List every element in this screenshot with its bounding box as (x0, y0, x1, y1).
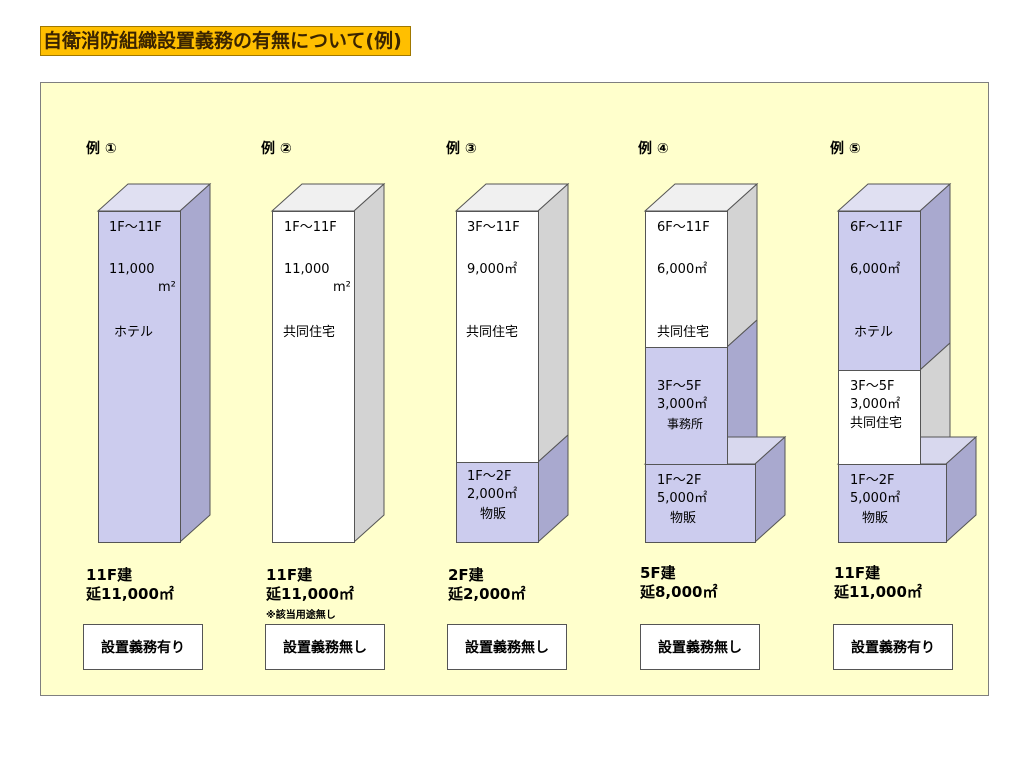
example-5-middle-use: 共同住宅 (850, 416, 903, 431)
example-3-total-area: 延2,000㎡ (448, 585, 526, 603)
example-5-lower-block (838, 464, 947, 543)
example-3-label: 例 ③ (446, 141, 477, 157)
example-1-area: 11,000 (109, 262, 155, 277)
example-5-upper-use: ホテル (854, 325, 894, 340)
example-4-lower-area: 5,000㎡ (657, 491, 708, 506)
example-2-building-front (272, 211, 355, 543)
example-5-total-area: 延11,000㎡ (834, 583, 922, 601)
example-5-lower-use: 物販 (862, 511, 889, 526)
example-5-lower-area: 5,000㎡ (850, 491, 901, 506)
example-1-building-front (98, 211, 181, 543)
example-5-middle-area: 3,000㎡ (850, 397, 901, 412)
example-3-lower-use: 物販 (480, 507, 507, 522)
example-4-lower-floors: 1F～2F (657, 473, 702, 488)
example-3-lower-block (456, 462, 539, 543)
example-1-result: 設置義務有り (83, 624, 203, 670)
example-2-result: 設置義務無し (265, 624, 385, 670)
example-3-lower-area: 2,000㎡ (467, 487, 518, 502)
example-4-middle-floors: 3F～5F (657, 379, 702, 394)
example-2-area-unit: m² (333, 280, 351, 295)
example-5-label: 例 ⑤ (830, 141, 861, 157)
example-2-stories: 11F建 (266, 566, 313, 584)
example-1-use: ホテル (114, 325, 154, 340)
example-3-result: 設置義務無し (447, 624, 567, 670)
example-3-upper-block (456, 211, 539, 463)
example-4-label: 例 ④ (638, 141, 669, 157)
example-2-label: 例 ② (261, 141, 292, 157)
example-5-stories: 11F建 (834, 564, 881, 582)
example-5-result: 設置義務有り (833, 624, 953, 670)
example-4-total-area: 延8,000㎡ (640, 583, 718, 601)
example-4-upper-floors: 6F～11F (657, 220, 710, 235)
example-3-stories: 2F建 (448, 566, 484, 584)
example-1-floors: 1F～11F (109, 220, 162, 235)
example-4-upper-area: 6,000㎡ (657, 262, 708, 277)
example-3-lower-floors: 1F～2F (467, 469, 512, 484)
example-2-area: 11,000 (284, 262, 330, 277)
example-3-upper-floors: 3F～11F (467, 220, 520, 235)
example-4-upper-block (645, 211, 728, 348)
example-4-middle-area: 3,000㎡ (657, 397, 708, 412)
example-4-upper-use: 共同住宅 (657, 325, 710, 340)
example-2-total-area: 延11,000㎡ (266, 585, 354, 603)
example-4-lower-block (645, 464, 756, 543)
example-5-lower-floors: 1F～2F (850, 473, 895, 488)
example-1-total-area: 延11,000㎡ (86, 585, 174, 603)
example-5-upper-area: 6,000㎡ (850, 262, 901, 277)
example-2-note: ※該当用途無し (266, 610, 336, 621)
example-1-area-unit: m² (158, 280, 176, 295)
example-4-middle-block (645, 347, 728, 465)
example-2-floors: 1F～11F (284, 220, 337, 235)
page-title: 自衛消防組織設置義務の有無について(例) (40, 26, 411, 56)
example-5-upper-floors: 6F～11F (850, 220, 903, 235)
example-1-label: 例 ① (86, 141, 117, 157)
example-4-middle-use: 事務所 (667, 417, 704, 431)
example-4-stories: 5F建 (640, 564, 676, 582)
example-5-middle-floors: 3F～5F (850, 379, 895, 394)
example-5-middle-block (838, 370, 921, 465)
example-3-upper-use: 共同住宅 (466, 325, 519, 340)
example-4-lower-use: 物販 (670, 511, 697, 526)
example-3-upper-area: 9,000㎡ (467, 262, 518, 277)
example-1-stories: 11F建 (86, 566, 133, 584)
example-4-result: 設置義務無し (640, 624, 760, 670)
example-2-use: 共同住宅 (283, 325, 336, 340)
